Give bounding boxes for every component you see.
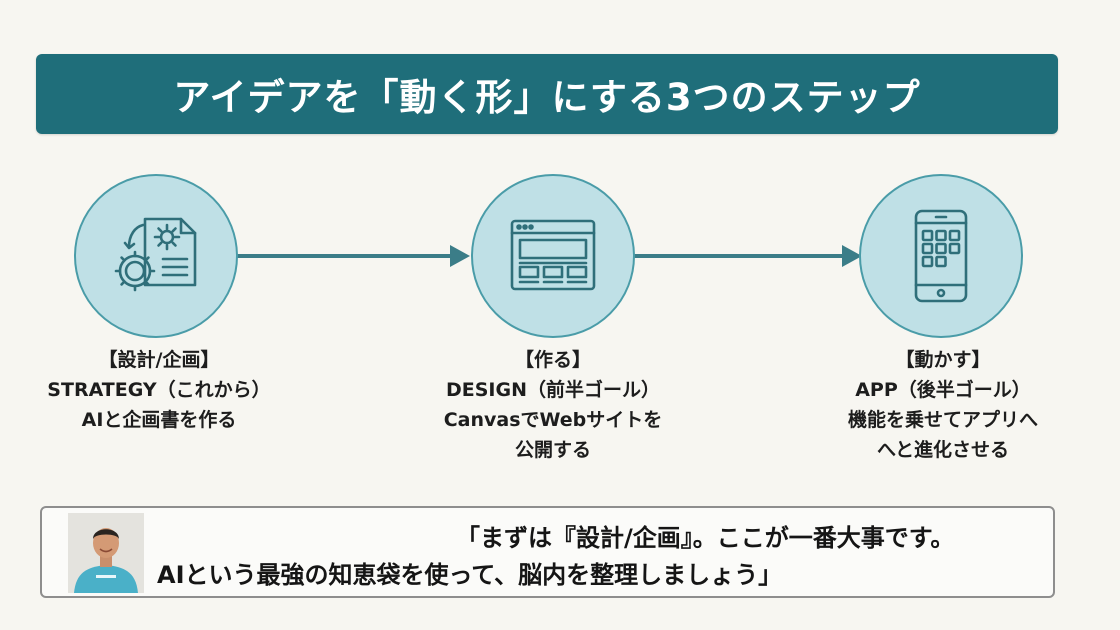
gear-document-icon <box>114 217 197 292</box>
step1-heading: 【設計/企画】 <box>98 349 220 371</box>
step1-circle <box>74 174 238 338</box>
step3-circle <box>859 174 1023 338</box>
step3-description-cont: へと進化させる <box>876 439 1010 461</box>
smartphone-app-icon <box>914 209 968 303</box>
caption-line-1: 「まずは『設計/企画』。ここが一番大事です。 <box>456 524 955 552</box>
speaker-avatar <box>68 513 144 593</box>
step2-circle <box>471 174 635 338</box>
step3-heading: 【動かす】 <box>895 349 991 371</box>
caption-line-2: AIという最強の知恵袋を使って、脳内を整理しましょう」 <box>157 561 783 589</box>
step1-subtitle: STRATEGY（これから） <box>47 379 271 401</box>
browser-window-icon <box>510 219 596 291</box>
caption-box <box>40 506 1055 598</box>
step2-label: 【作る】 DESIGN（前半ゴール） CanvasでWebサイトを 公開する <box>408 345 698 465</box>
step2-heading: 【作る】 <box>514 349 591 371</box>
step2-description-cont: 公開する <box>514 439 591 461</box>
step1-description: AIと企画書を作る <box>81 409 237 431</box>
step3-subtitle: APP（後半ゴール） <box>855 379 1031 401</box>
step1-label: 【設計/企画】 STRATEGY（これから） AIと企画書を作る <box>14 345 304 435</box>
slide-title: アイデアを「動く形」にする3つのステップ <box>173 76 921 119</box>
step3-label: 【動かす】 APP（後半ゴール） 機能を乗せてアプリへ へと進化させる <box>798 345 1088 465</box>
step3-description: 機能を乗せてアプリへ <box>847 409 1038 431</box>
title-banner: アイデアを「動く形」にする3つのステップ <box>36 54 1058 134</box>
step2-subtitle: DESIGN（前半ゴール） <box>445 379 660 401</box>
step2-description: CanvasでWebサイトを <box>443 409 663 431</box>
